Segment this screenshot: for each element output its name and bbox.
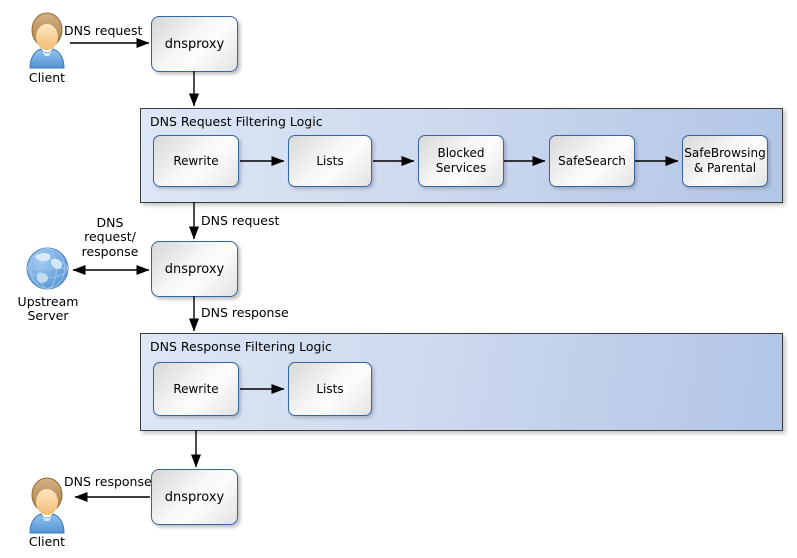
response-filtering-container: DNS Response Filtering Logic Rewrite Lis… <box>140 333 783 431</box>
dnsproxy-bottom-node: dnsproxy <box>151 469 238 525</box>
client-top-label: Client <box>28 70 66 85</box>
step-lists-response: Lists <box>288 362 372 416</box>
request-filtering-title: DNS Request Filtering Logic <box>150 114 323 129</box>
step-blocked-services: Blocked Services <box>418 135 504 187</box>
step-rewrite-response: Rewrite <box>153 362 239 416</box>
step-lists-request: Lists <box>288 135 372 187</box>
step-safesearch: SafeSearch <box>549 135 635 187</box>
upstream-server-label: Upstream Server <box>17 294 79 324</box>
client-person-icon-bottom <box>29 477 65 534</box>
edge-label-filtered-request: DNS request <box>201 213 280 228</box>
dnsproxy-top-node: dnsproxy <box>151 16 238 72</box>
dnsproxy-middle-node: dnsproxy <box>151 241 238 297</box>
client-person-icon <box>29 12 65 69</box>
step-rewrite-request: Rewrite <box>153 135 239 187</box>
step-safebrowsing-parental: SafeBrowsing & Parental <box>682 135 768 187</box>
edge-label-client-request: DNS request <box>64 23 143 38</box>
request-filtering-container: DNS Request Filtering Logic Rewrite List… <box>140 108 783 203</box>
client-bottom-label: Client <box>28 534 66 549</box>
response-filtering-title: DNS Response Filtering Logic <box>150 339 332 354</box>
edge-label-upstream-exchange: DNS request/ response <box>81 215 139 259</box>
upstream-server-globe-icon <box>26 247 69 290</box>
edge-label-proxy-response: DNS response <box>201 305 289 320</box>
edge-label-client-response: DNS response <box>64 474 152 489</box>
